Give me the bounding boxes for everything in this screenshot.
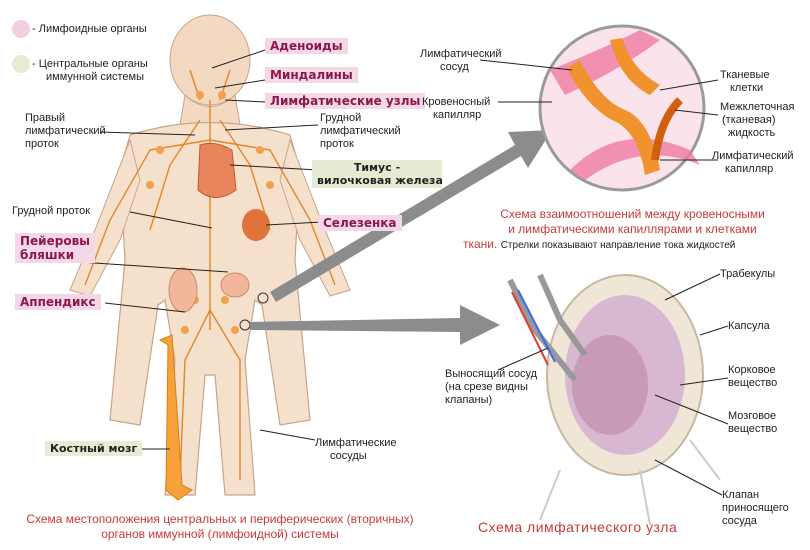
pointer-lines (79, 49, 729, 496)
label-cortex-1: Корковое (728, 364, 776, 376)
label-medulla-2: вещество (728, 423, 778, 435)
label-adenoids: Аденоиды (265, 38, 348, 54)
spleen-shape (242, 209, 270, 241)
lymph-nodes-dots (146, 91, 274, 334)
label-appendix: Аппендикс (15, 294, 101, 310)
label-blood-capillary-2: капилляр (433, 109, 482, 121)
thymus-shape (197, 142, 237, 198)
legend-central-line1: - Центральные органы (32, 58, 148, 70)
label-peyer-2: бляшки (20, 248, 75, 262)
label-chest-duct-r-1: Грудной (320, 112, 362, 124)
body-caption-2: органов иммунной (лимфоидной) системы (101, 527, 339, 541)
relationship-caption-3: ткани. Стрелки показывают направление то… (460, 237, 805, 253)
label-chest-duct-r-3: проток (320, 138, 354, 150)
zoom-marker-top (257, 292, 269, 304)
lymph-node-illustration (507, 273, 721, 526)
label-blood-capillary-1: Кровеносный (422, 96, 491, 108)
label-intercellular-2: (тканевая) (722, 114, 776, 126)
label-thymus: Тимус - вилочковая железа (312, 160, 443, 188)
body-caption: Схема местоположения центральных и периф… (10, 512, 430, 542)
relationship-caption-3a: ткани. (463, 237, 498, 251)
label-tissue-cells-2: клетки (730, 82, 764, 94)
lymphoid-legend-swatch (12, 20, 30, 38)
label-cortex-2: вещество (728, 377, 778, 389)
label-lymph-vessels-1: Лимфатические (315, 437, 397, 449)
body-caption-1: Схема местоположения центральных и периф… (26, 512, 414, 526)
legend-lymphoid: - Лимфоидные органы (32, 23, 147, 35)
label-trabeculae: Трабекулы (720, 268, 776, 280)
label-right-duct-2: лимфатический (25, 125, 106, 137)
label-lymph-capillary-2: капилляр (725, 163, 774, 175)
label-thymus-2: вилочковая железа (317, 174, 443, 187)
label-peyer-1: Пейеровы (20, 234, 91, 248)
label-efferent-2: (на срезе видны (445, 381, 528, 393)
relationship-caption: Схема взаимоотношений между кровеносными… (460, 207, 805, 253)
label-right-duct-1: Правый (25, 112, 66, 124)
relationship-caption-1: Схема взаимоотношений между кровеносными (500, 207, 765, 221)
label-intercellular-1: Межклеточная (720, 101, 795, 113)
label-afferent-2: приносящего (722, 502, 789, 514)
arrow-to-capillaries (270, 130, 552, 302)
label-right-duct-3: проток (25, 138, 59, 150)
relationship-caption-3b: Стрелки показывают направление тока жидк… (500, 240, 736, 251)
label-lymph-vessel-top-2: сосуд (440, 61, 469, 73)
label-tissue-cells-1: Тканевые (720, 69, 770, 81)
label-efferent-1: Выносящий сосуд (445, 368, 538, 380)
label-peyer: Пейеровы бляшки (15, 233, 96, 263)
label-intercellular-3: жидкость (728, 127, 776, 139)
label-lymph-nodes: Лимфатические узлы (265, 93, 426, 109)
label-spleen: Селезенка (318, 215, 402, 231)
bone-marrow-shape (158, 334, 193, 501)
label-chest-duct: Грудной проток (12, 205, 91, 217)
label-capsule: Капсула (728, 320, 770, 332)
label-afferent-3: сосуда (722, 515, 757, 527)
capillary-circle (538, 24, 706, 192)
label-lymph-capillary-1: Лимфатический (712, 150, 794, 162)
appendix-shape (168, 267, 198, 313)
label-tonsils: Миндалины (265, 67, 358, 83)
label-lymph-vessels-2: сосуды (330, 450, 367, 462)
legend-central-line2: иммунной системы (46, 71, 145, 83)
central-legend-swatch (12, 55, 30, 73)
label-afferent-1: Клапан (722, 489, 760, 501)
arrow-to-lymph-node (250, 305, 500, 345)
label-thymus-1: Тимус - (353, 161, 401, 174)
label-medulla-1: Мозговое (728, 410, 777, 422)
label-efferent-3: клапаны) (445, 394, 493, 406)
node-caption: Схема лимфатического узла (478, 519, 678, 535)
relationship-caption-2: и лимфатическими капиллярами и клетками (508, 222, 757, 236)
intestine-shape (220, 272, 250, 298)
label-lymph-vessel-top-1: Лимфатический (420, 48, 502, 60)
label-bone-marrow: Костный мозг (45, 441, 143, 456)
label-chest-duct-r-2: лимфатический (320, 125, 401, 137)
lymph-network (84, 69, 336, 481)
